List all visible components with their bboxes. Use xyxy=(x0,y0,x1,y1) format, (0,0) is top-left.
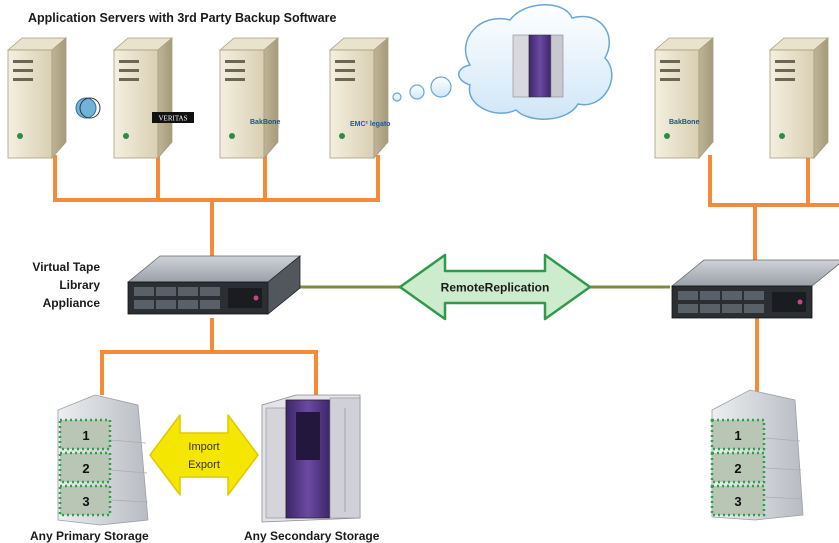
vtl-label-line: Appliance xyxy=(42,296,100,310)
disk-number: 3 xyxy=(82,494,89,509)
disk-array-icon: 1 2 3 xyxy=(57,394,149,526)
vtl-appliance-icon xyxy=(670,259,839,319)
vtl-label: Virtual Tape Library Appliance xyxy=(32,258,100,312)
disk-number: 2 xyxy=(82,461,89,476)
disk-array-icon: 1 2 3 xyxy=(710,389,804,521)
brand-label: BakBone xyxy=(250,119,280,126)
disk-number: 1 xyxy=(82,428,89,443)
remote-replication-arrow: RemoteReplication xyxy=(398,253,592,321)
connection-lines xyxy=(53,155,839,395)
vtl-label-line: Virtual Tape xyxy=(32,260,100,274)
brand-label: BakBone xyxy=(669,119,699,126)
server-tower-icon: VERITAS xyxy=(113,37,194,159)
secondary-storage-label: Any Secondary Storage xyxy=(244,529,380,543)
export-label: Export xyxy=(188,459,220,471)
diagram-title: Application Servers with 3rd Party Backu… xyxy=(28,11,337,25)
disk-number: 1 xyxy=(734,428,741,443)
server-tower-icon: EMC² legato xyxy=(329,37,390,159)
vtl-label-line: Library xyxy=(59,278,100,292)
import-export-arrow: Import Export xyxy=(149,414,259,496)
disk-number: 3 xyxy=(734,494,741,509)
vtl-appliance-icon xyxy=(126,255,302,315)
import-label: Import xyxy=(188,441,219,453)
server-tower-icon xyxy=(7,37,101,159)
server-tower-icon xyxy=(769,37,829,159)
brand-label: EMC² legato xyxy=(350,121,390,128)
primary-storage-label: Any Primary Storage xyxy=(30,529,149,543)
server-tower-icon: BakBone xyxy=(219,37,280,159)
server-tower-icon: BakBone xyxy=(654,37,714,159)
disk-number: 2 xyxy=(734,461,741,476)
brand-label: VERITAS xyxy=(159,115,188,123)
thought-cloud-icon xyxy=(392,4,613,120)
tape-library-icon xyxy=(261,394,361,523)
replication-label: RemoteReplication xyxy=(441,281,550,295)
